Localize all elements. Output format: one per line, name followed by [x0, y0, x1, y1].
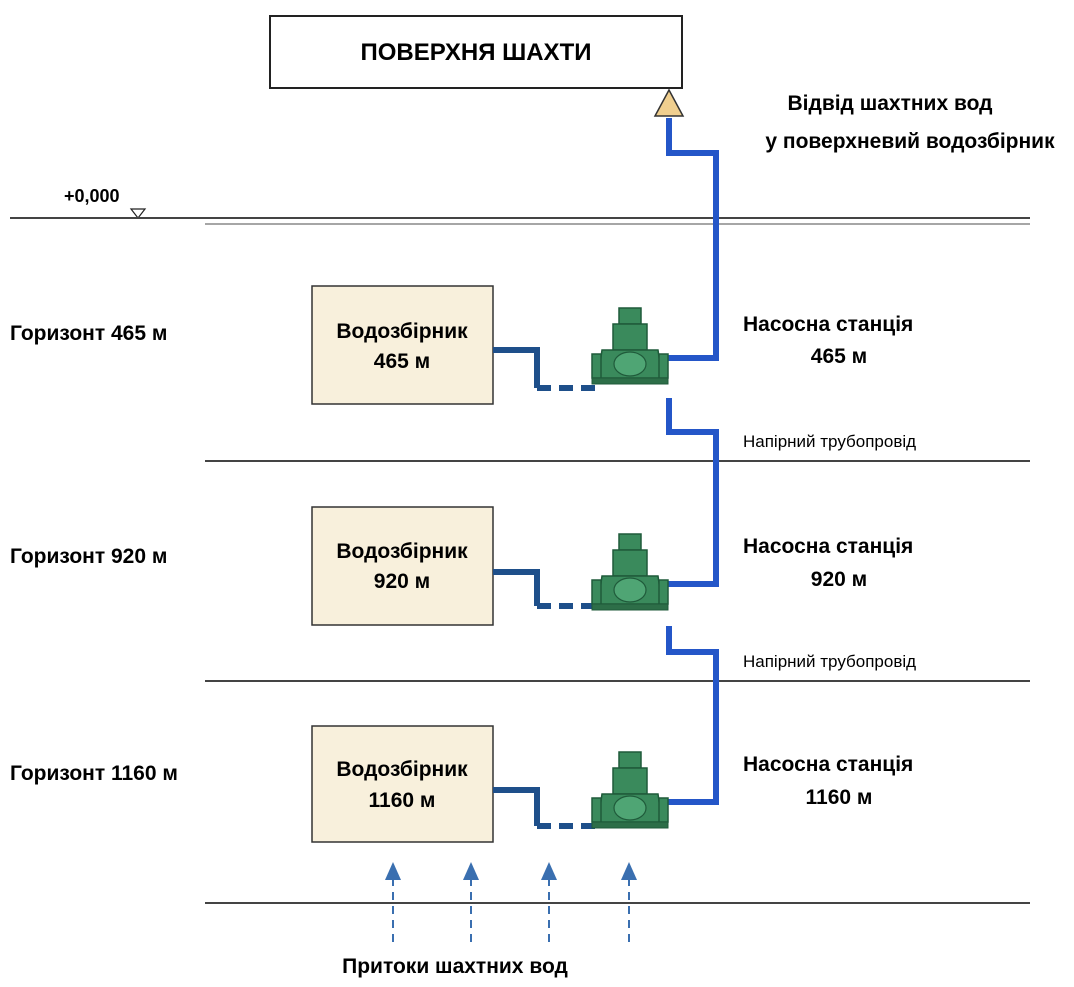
surface-box	[269, 15, 683, 89]
water-tank-depth: 465 м	[374, 350, 430, 373]
pressure-pipe	[666, 398, 719, 587]
inflow-arrow-icon	[463, 862, 479, 942]
pump-station-depth: 465 м	[811, 345, 867, 368]
water-tank-depth: 1160 м	[369, 789, 436, 812]
water-tank-depth: 920 м	[374, 570, 430, 593]
water-tank-label: Водозбірник	[336, 320, 468, 343]
pump-station-label: Насосна станція	[743, 535, 913, 558]
suction-pipe	[493, 787, 540, 826]
inflow-arrow-icon	[541, 862, 557, 942]
water-tank	[311, 285, 494, 405]
horizon-label: Горизонт 465 м	[10, 322, 167, 345]
inflow-arrow-icon	[621, 862, 637, 942]
pump-station-depth: 920 м	[811, 568, 867, 591]
pump-station-label: Насосна станція	[743, 313, 913, 336]
inflow-label: Притоки шахтних вод	[342, 955, 568, 978]
pump-icon	[591, 751, 669, 829]
pump-icon	[591, 307, 669, 385]
pressure-pipe	[666, 626, 719, 805]
pump-station-depth: 1160 м	[806, 786, 873, 809]
suction-pipe	[493, 569, 540, 606]
pressure-pipe-label: Напірний трубопровід	[743, 652, 916, 671]
pump-station-label: Насосна станція	[743, 753, 913, 776]
surface-title: ПОВЕРХНЯ ШАХТИ	[361, 39, 592, 66]
discharge-pipe	[666, 118, 719, 361]
discharge-arrow-icon	[653, 88, 685, 117]
discharge-label-line2: у поверхневий водозбірник	[765, 130, 1055, 153]
inflow-arrow-icon	[385, 862, 401, 942]
water-tank-label: Водозбірник	[336, 758, 468, 781]
suction-pipe	[493, 347, 540, 388]
pump-icon	[591, 533, 669, 611]
pressure-pipe-label: Напірний трубопровід	[743, 432, 916, 451]
horizon-label: Горизонт 920 м	[10, 545, 167, 568]
horizon-label: Горизонт 1160 м	[10, 762, 178, 785]
water-tank	[311, 725, 494, 843]
water-tank-label: Водозбірник	[336, 540, 468, 563]
discharge-label-line1: Відвід шахтних вод	[787, 92, 992, 115]
water-tank	[311, 506, 494, 626]
elevation-mark: +0,000	[64, 186, 120, 206]
elevation-triangle-icon	[129, 208, 147, 219]
